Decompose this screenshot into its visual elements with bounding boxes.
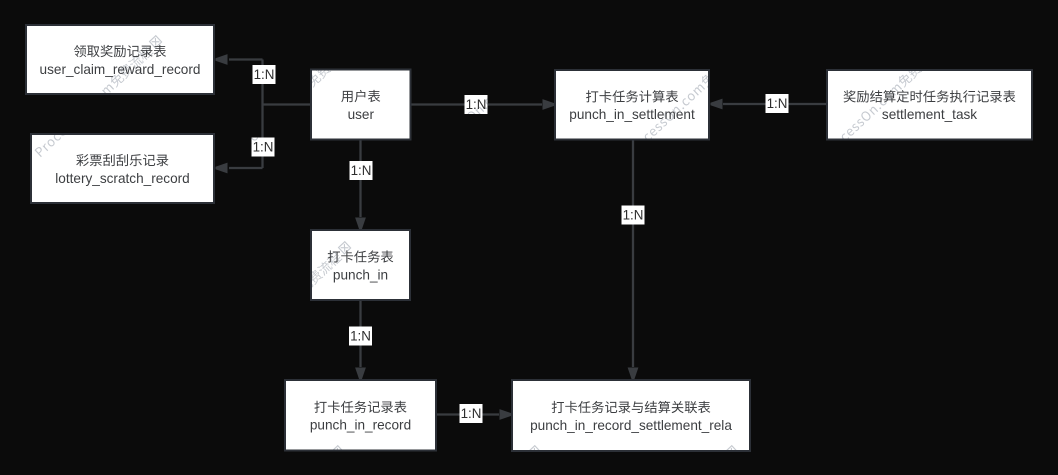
svg-text:1:N: 1:N [767, 96, 788, 111]
svg-text:punch_in_record: punch_in_record [310, 418, 411, 433]
svg-text:1:N: 1:N [351, 163, 372, 178]
svg-text:1:N: 1:N [254, 67, 275, 82]
svg-text:1:N: 1:N [461, 406, 482, 421]
svg-text:punch_in_settlement: punch_in_settlement [569, 107, 695, 122]
svg-text:user_claim_reward_record: user_claim_reward_record [40, 62, 201, 77]
svg-text:1:N: 1:N [623, 208, 644, 223]
svg-text:punch_in: punch_in [333, 267, 388, 282]
svg-text:settlement_task: settlement_task [882, 107, 977, 122]
svg-text:lottery_scratch_record: lottery_scratch_record [55, 171, 189, 186]
svg-text:1:N: 1:N [350, 329, 371, 344]
svg-text:user: user [348, 107, 375, 122]
svg-text:punch_in_record_settlement_rel: punch_in_record_settlement_rela [530, 418, 732, 433]
svg-text:1:N: 1:N [253, 140, 274, 155]
